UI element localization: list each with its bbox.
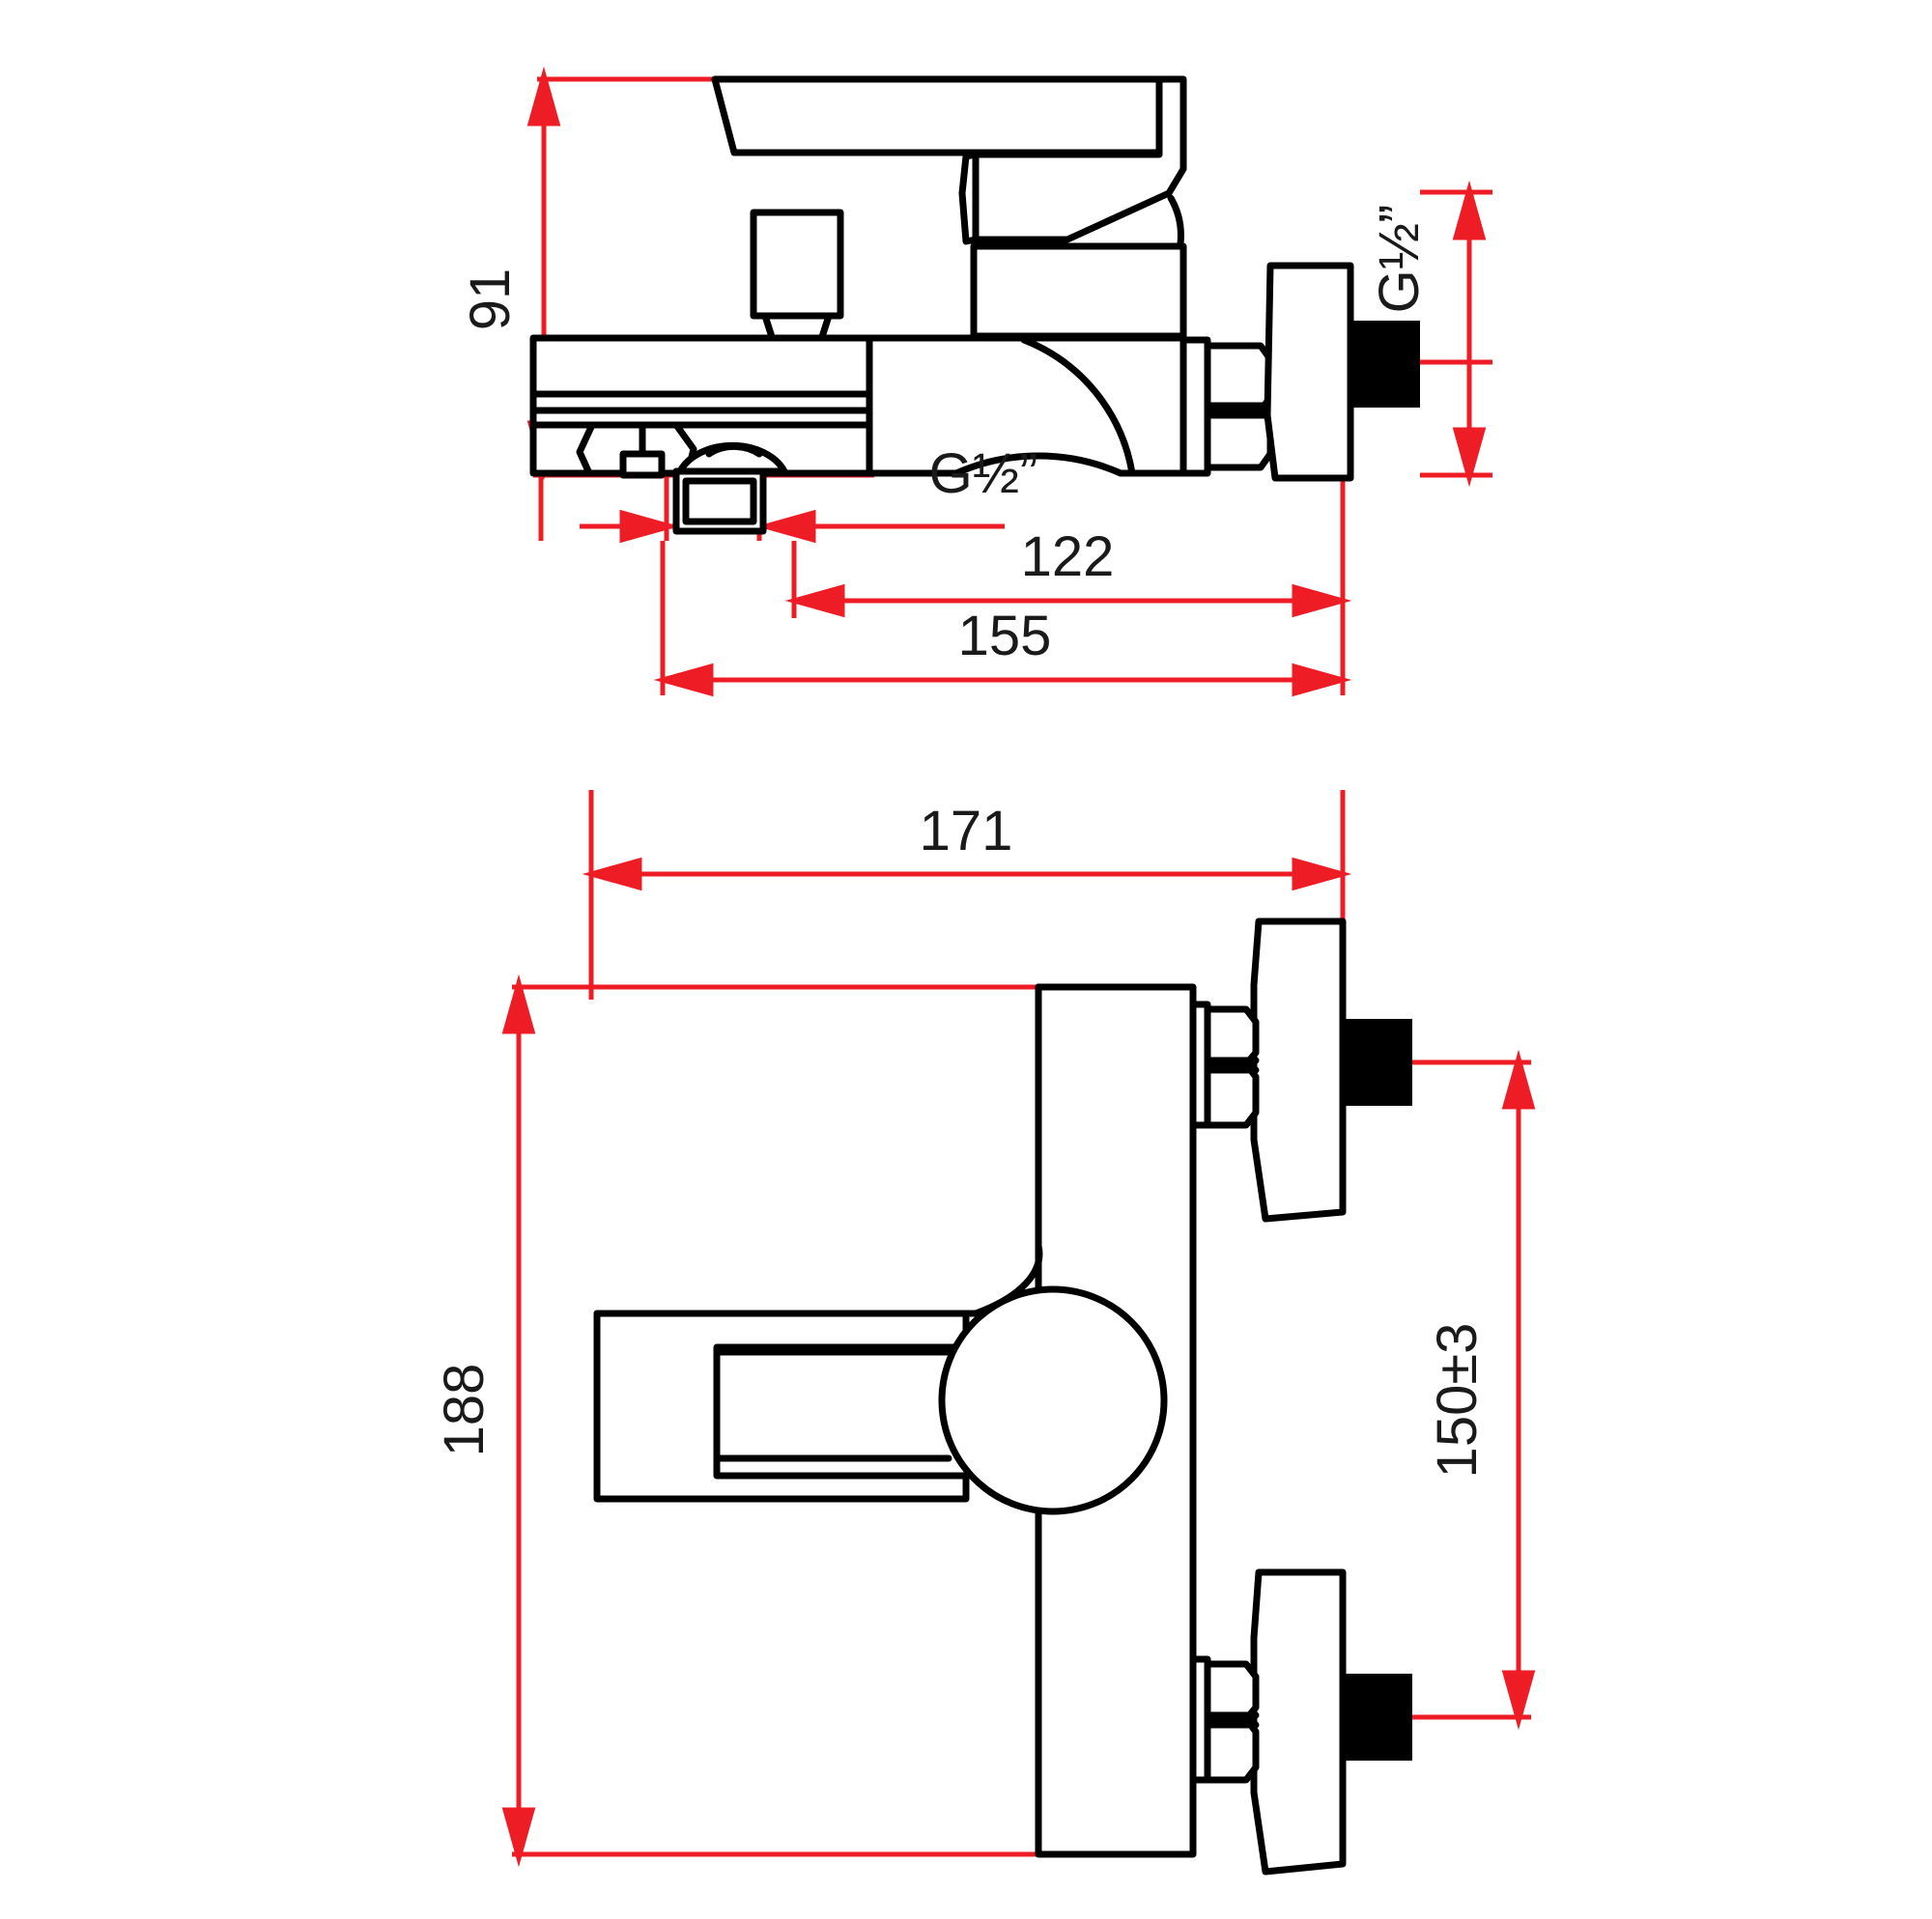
arrow-thread-right-pointing <box>619 509 680 544</box>
arrow-155-right <box>1292 663 1352 697</box>
front-upper-hex-top <box>1204 1005 1260 1068</box>
front-bulb-neck <box>713 1348 952 1462</box>
lever-pivot-neck <box>958 151 980 245</box>
hex-nut-upper <box>1204 342 1274 413</box>
front-view-part-outline <box>593 917 1412 1876</box>
shower-outlet-thread-inner <box>682 477 757 525</box>
front-upper-threaded-stub <box>1343 1019 1412 1106</box>
spout-curve-inner <box>1020 336 1136 477</box>
arrow-91-up <box>526 66 561 127</box>
dimension-label-outlet-thread: G½” <box>1368 205 1431 314</box>
front-outlet-bulb <box>938 1285 1168 1515</box>
coupling-shank <box>1179 336 1211 477</box>
lever-handle-body <box>972 75 1187 243</box>
side-elevation-view: 91 G½” G½” 122 155 <box>459 66 1492 697</box>
front-upper-escutcheon <box>1250 917 1347 1223</box>
lever-handle-top <box>711 75 1163 156</box>
arrow-outlet-thread-up <box>1452 180 1487 240</box>
dimension-label-155: 155 <box>958 605 1052 667</box>
arrow-155-left <box>653 663 714 697</box>
front-upper-hex-nut <box>1189 1001 1260 1129</box>
diverter-knob-head <box>750 209 844 320</box>
dimension-label-122: 122 <box>1021 525 1115 588</box>
dimension-label-91: 91 <box>459 268 522 331</box>
union-hex-nut <box>1204 342 1274 471</box>
front-lower-hex-nut <box>1189 1655 1260 1784</box>
front-lower-hex-top <box>1204 1660 1260 1723</box>
arrow-122-left <box>784 583 845 618</box>
arrow-outlet-thread-down <box>1452 427 1487 488</box>
wall-escutcheon <box>1264 262 1354 482</box>
front-upper-hex-bottom <box>1204 1060 1260 1129</box>
dimension-label-188: 188 <box>433 1364 496 1457</box>
front-view-dimension-lines <box>501 790 1536 1868</box>
arrow-171-right <box>1292 857 1352 891</box>
arrow-150-up <box>1501 1049 1536 1110</box>
arrow-188-down <box>501 1807 536 1868</box>
spout-body <box>866 334 1187 477</box>
side-view-part-outline <box>529 75 1420 535</box>
front-left-flange <box>593 1310 970 1503</box>
arrow-122-right <box>1292 583 1352 618</box>
front-lower-escutcheon <box>1250 1568 1347 1876</box>
arrow-188-up <box>501 974 536 1034</box>
arrow-171-left <box>582 857 642 891</box>
cartridge-cap <box>970 242 1187 340</box>
lever-swivel-arc <box>1167 194 1184 247</box>
dimension-label-bottom-thread: G½” <box>929 442 1038 505</box>
threaded-stub-outlet <box>1350 321 1420 408</box>
front-elevation-view: 171 188 150±3 <box>433 790 1536 1876</box>
arrow-150-down <box>1501 1670 1536 1731</box>
front-spout-top-curve <box>593 983 1043 1317</box>
front-lower-hex-bottom <box>1204 1715 1260 1784</box>
dimension-label-171: 171 <box>920 800 1013 862</box>
front-lower-threaded-stub <box>1343 1674 1412 1761</box>
dimension-label-150-plus-minus-3: 150±3 <box>1426 1323 1489 1479</box>
shower-outlet-bulb-inner <box>705 442 763 458</box>
arrow-thread-left-pointing <box>755 509 816 544</box>
